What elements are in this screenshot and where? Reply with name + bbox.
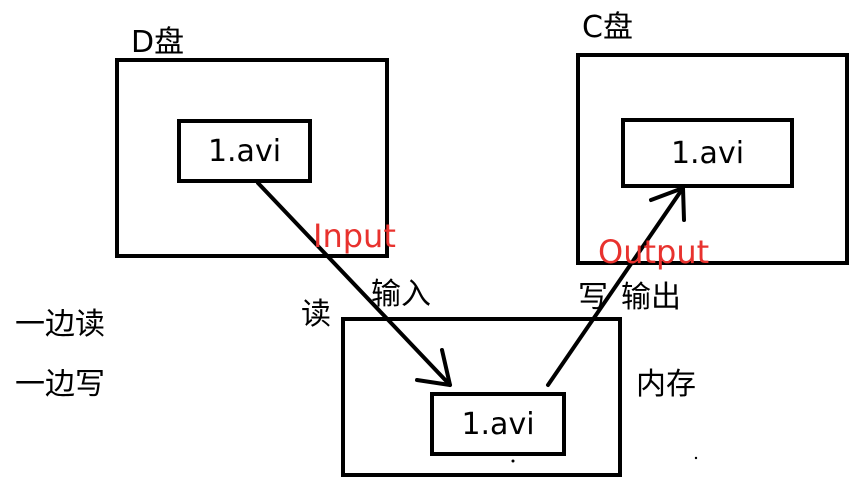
c-drive-box [576,53,849,265]
write-label: 写 [578,280,608,315]
input-arrow-line [256,181,452,387]
memory-file: 1.avi [430,392,566,456]
d-drive-label: D盘 [131,25,185,60]
output-arrow-line [546,186,685,387]
c-drive-label: C盘 [582,10,633,45]
memory-label: 内存 [636,367,696,402]
stray-dot [511,459,515,463]
input-cn-label: 输入 [371,277,431,312]
stray-dot [694,456,698,460]
note-read-while: 一边读 [15,307,105,342]
input-label: Input [313,217,396,255]
d-drive-box [115,58,389,258]
note-write-while: 一边写 [15,367,105,402]
memory-file-name: 1.avi [461,406,535,442]
memory-box [341,317,622,477]
output-label: Output [598,233,710,271]
read-label: 读 [301,297,331,332]
d-drive-file-name: 1.avi [207,133,282,169]
c-drive-file-name: 1.avi [670,135,745,171]
output-arrowhead [649,186,686,222]
output-cn-label: 输出 [621,280,681,315]
c-drive-file: 1.avi [621,118,794,188]
input-arrowhead [415,348,452,387]
d-drive-file: 1.avi [177,119,312,183]
